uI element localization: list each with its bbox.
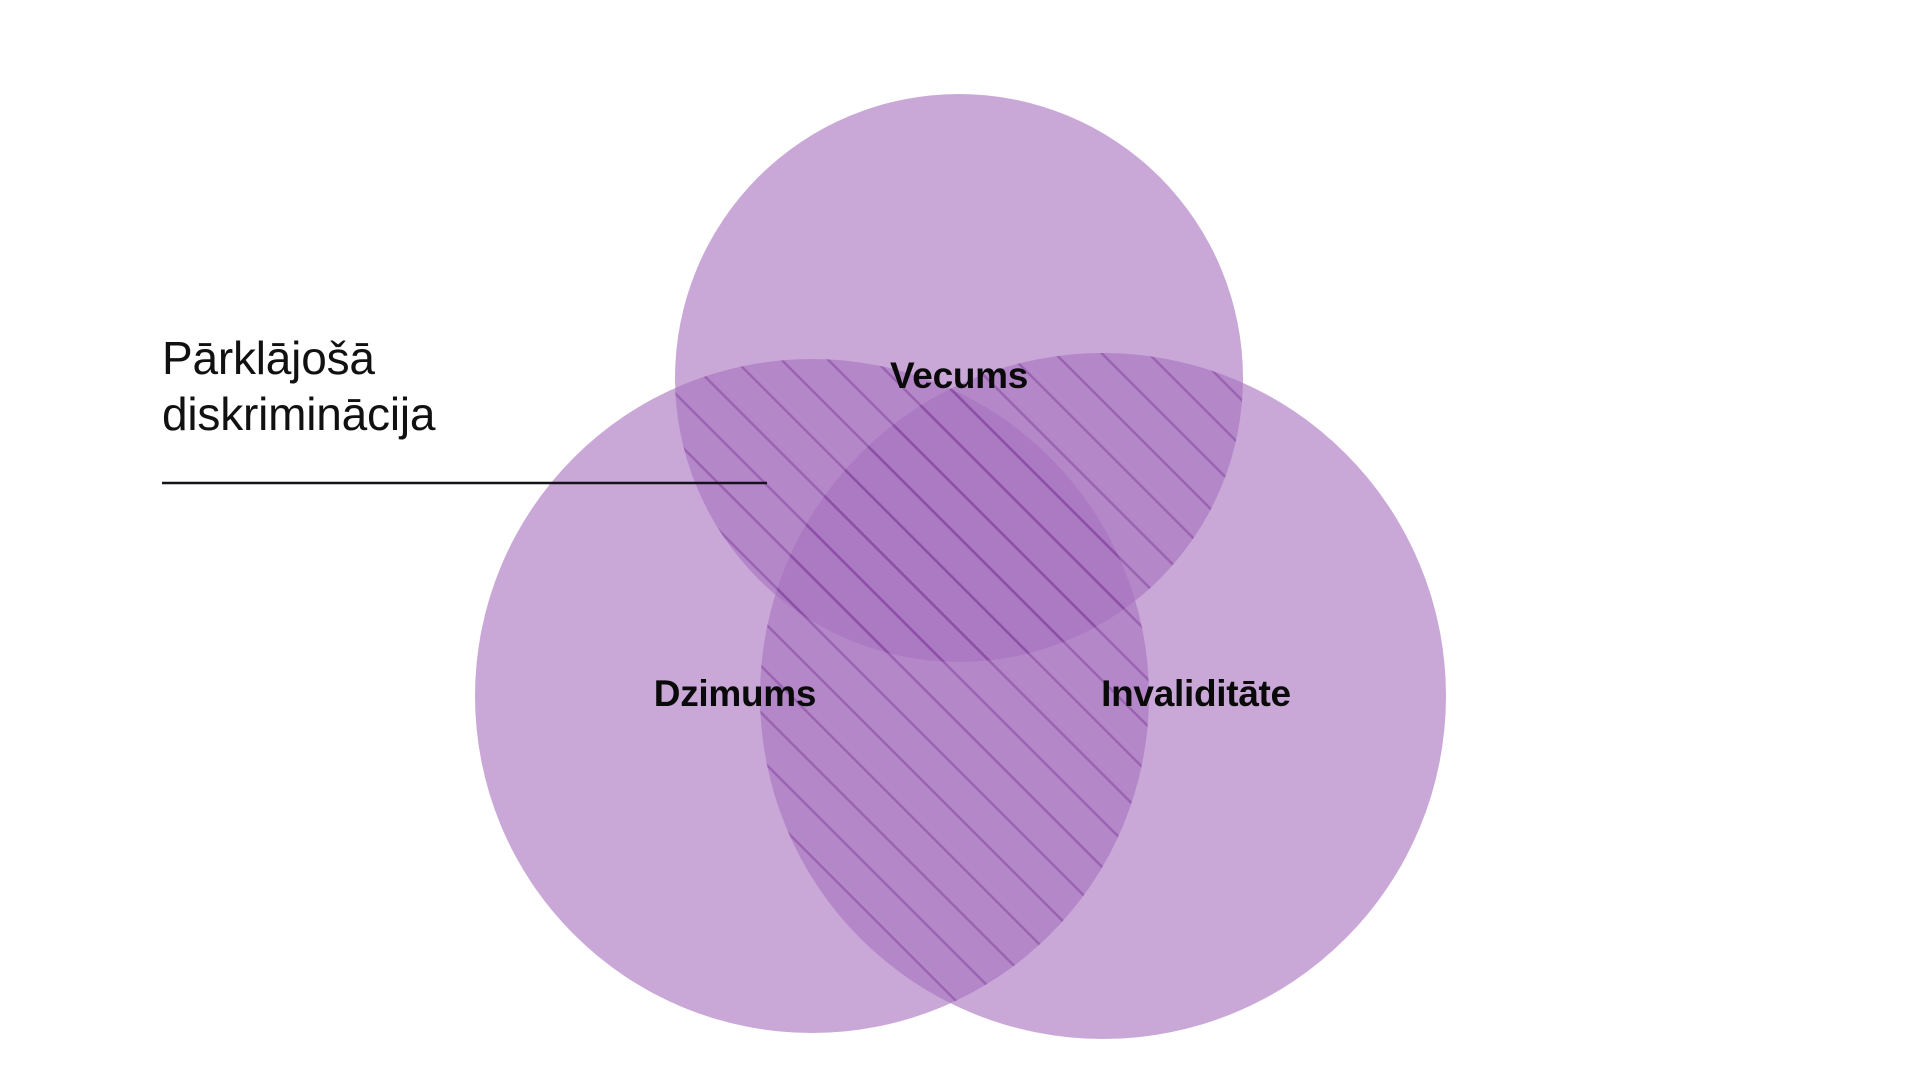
annotation-label: Pārklājošā diskriminācija <box>162 332 436 441</box>
annotation-block: Pārklājošā diskriminācija <box>162 330 802 442</box>
